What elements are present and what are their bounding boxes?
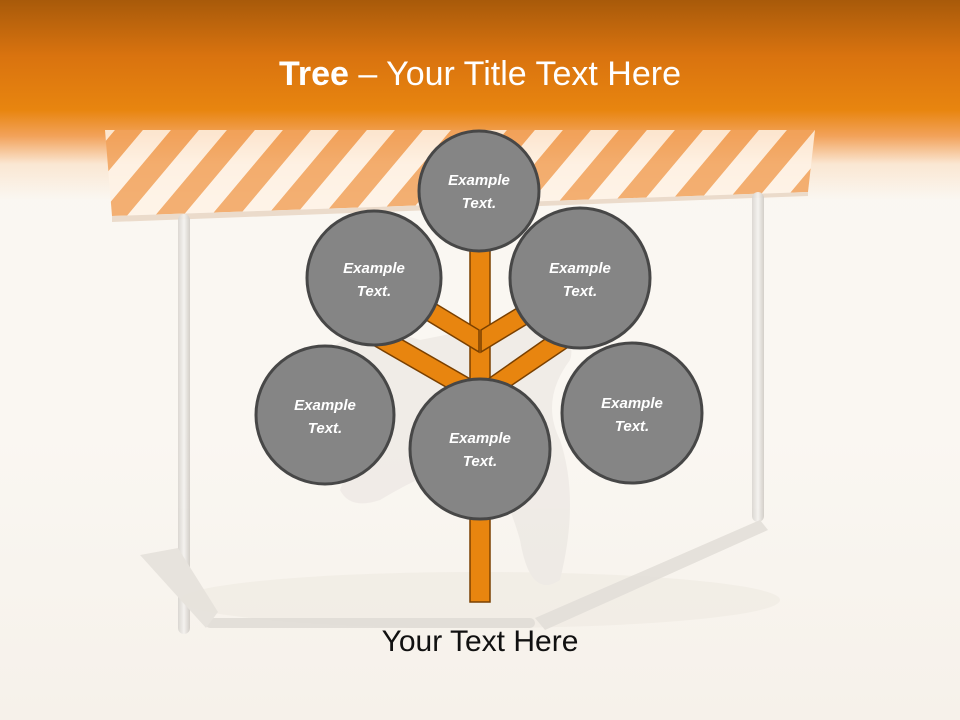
title-rest: – Your Title Text Here [348, 55, 681, 93]
node-top-line2: Text. [462, 195, 496, 212]
node-lower-left: Example Text. [254, 344, 396, 486]
node-top: Example Text. [417, 129, 541, 253]
node-upper-right: Example Text. [508, 206, 652, 350]
node-top-line1: Example [448, 172, 510, 189]
node-center-line1: Example [449, 430, 511, 447]
node-center-line2: Text. [463, 453, 497, 470]
node-lower-left-line1: Example [294, 397, 356, 414]
node-center: Example Text. [408, 377, 552, 521]
caption-text: Your Text Here [381, 625, 579, 658]
title-bold: Tree [279, 55, 349, 93]
node-upper-right-line2: Text. [563, 283, 597, 300]
node-upper-left-line2: Text. [357, 283, 391, 300]
slide-title: Tree – Your Title Text Here [0, 52, 960, 96]
node-upper-left-line1: Example [343, 260, 405, 277]
node-lower-left-line2: Text. [308, 420, 342, 437]
node-lower-right-line2: Text. [615, 418, 649, 435]
node-lower-right: Example Text. [560, 341, 704, 485]
node-upper-left: Example Text. [305, 209, 443, 347]
node-lower-right-line1: Example [601, 395, 663, 412]
node-upper-right-line1: Example [549, 260, 611, 277]
